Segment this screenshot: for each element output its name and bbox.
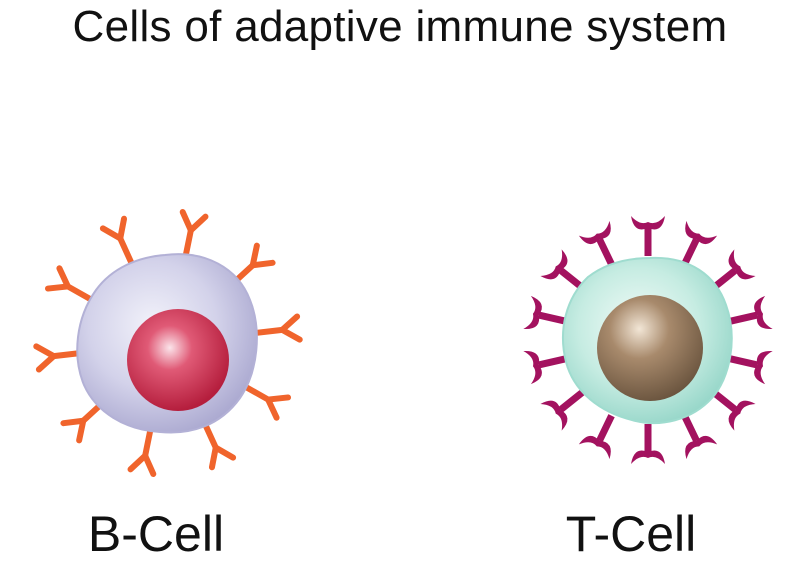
diagram-title: Cells of adaptive immune system bbox=[72, 2, 728, 51]
t-cell-receptor bbox=[631, 216, 665, 256]
t-cell-receptor bbox=[523, 295, 567, 330]
t-cell-receptor bbox=[681, 414, 718, 460]
t-cell-receptor bbox=[631, 424, 665, 464]
b-cell-receptors bbox=[33, 209, 303, 477]
t-cell-receptor bbox=[729, 295, 773, 330]
t-cell-receptor bbox=[711, 389, 756, 431]
t-cell-label: T-Cell bbox=[565, 506, 697, 562]
t-cell-receptor bbox=[578, 220, 615, 266]
t-cell-receptor bbox=[711, 249, 756, 291]
t-cell-receptor bbox=[540, 389, 585, 431]
t-cell bbox=[523, 216, 773, 464]
t-cell-receptor bbox=[681, 220, 718, 266]
t-cell-receptor bbox=[523, 350, 567, 385]
b-cell-label: B-Cell bbox=[87, 506, 225, 562]
t-cell-receptor bbox=[578, 414, 615, 460]
t-cell-receptors bbox=[523, 216, 773, 464]
b-cell-nucleus bbox=[127, 309, 229, 411]
t-cell-receptor bbox=[729, 350, 773, 385]
t-cell-nucleus bbox=[597, 295, 703, 401]
t-cell-receptor bbox=[540, 249, 585, 291]
b-cell bbox=[33, 209, 303, 477]
